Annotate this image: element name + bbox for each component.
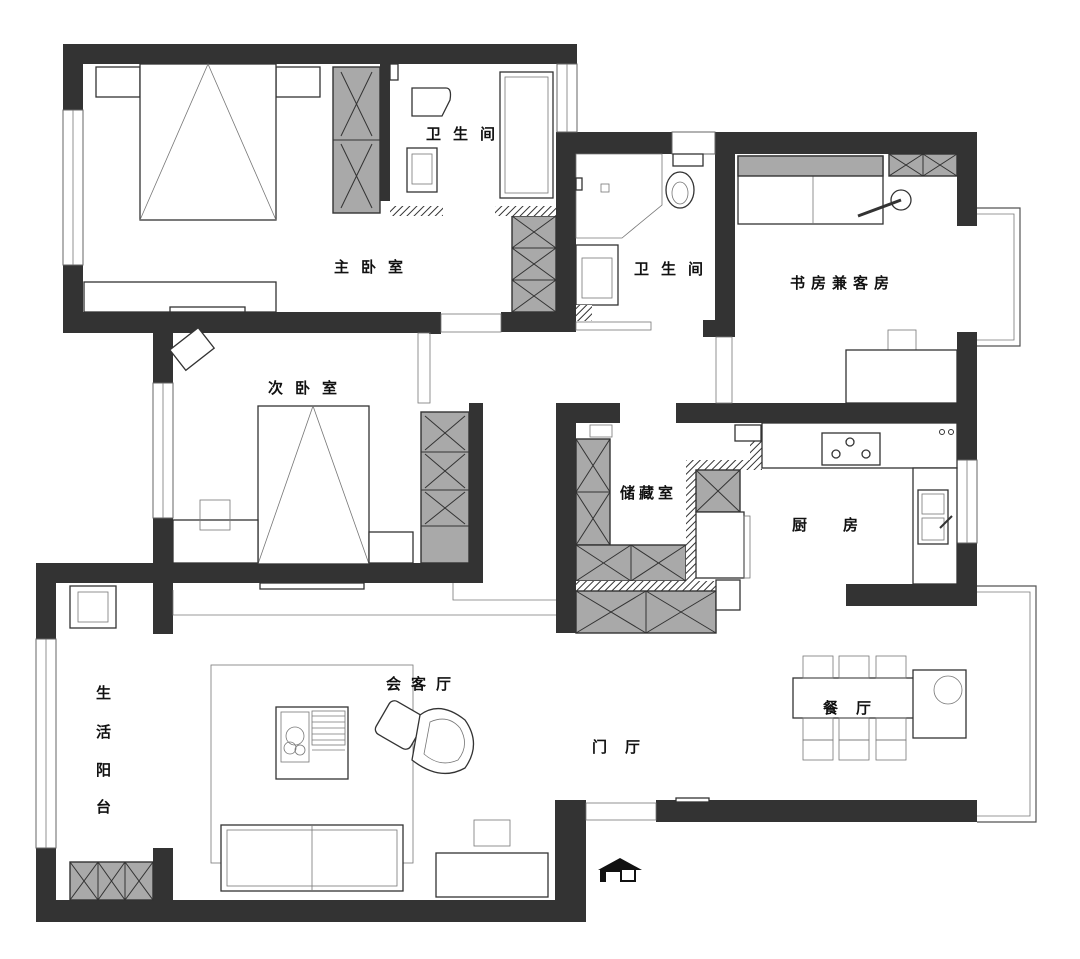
label-balcony-1: 生 <box>96 684 111 702</box>
kitchen-furniture <box>686 422 958 611</box>
living-room-furniture <box>210 664 710 898</box>
dining-furniture <box>792 655 967 761</box>
label-storage: 储藏室 <box>620 484 677 502</box>
second-bedroom-furniture <box>168 326 470 590</box>
entrance-arrow-icon <box>598 858 642 882</box>
label-balcony-4: 台 <box>96 798 111 816</box>
study-furniture <box>737 153 958 404</box>
room-labels: 卫生间 主卧室 卫生间 书房兼客房 次卧室 储藏室 厨房 生 活 阳 台 会客厅… <box>96 125 895 816</box>
label-living-room: 会客厅 <box>386 675 461 693</box>
bathroom-fixtures <box>575 153 704 331</box>
master-bedroom-furniture <box>83 62 557 313</box>
label-second-bedroom: 次卧室 <box>268 379 349 397</box>
label-bathroom: 卫生间 <box>634 260 715 278</box>
label-entrance-hall: 门厅 <box>592 738 658 756</box>
balcony-furniture <box>69 585 154 901</box>
label-master-bedroom: 主卧室 <box>334 258 415 276</box>
label-balcony-2: 活 <box>96 723 111 741</box>
label-kitchen: 厨房 <box>792 516 894 534</box>
walls <box>36 44 977 922</box>
label-study-guest: 书房兼客房 <box>790 274 895 292</box>
master-bathroom-fixtures <box>389 63 554 199</box>
label-dining-room: 餐厅 <box>823 699 889 717</box>
label-balcony-3: 阳 <box>96 761 111 779</box>
label-master-bathroom: 卫生间 <box>426 125 507 143</box>
storage-furniture <box>575 424 717 634</box>
